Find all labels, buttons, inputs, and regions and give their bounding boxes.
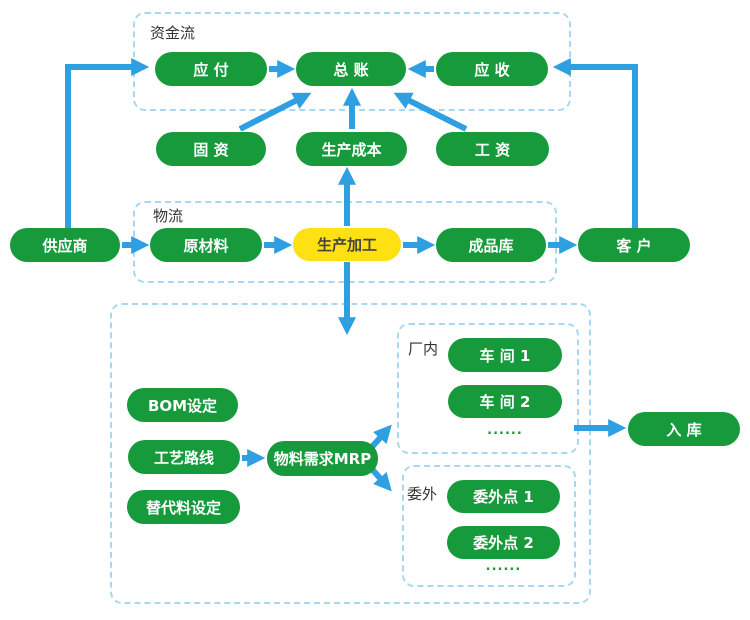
arrow-customer-to-receivable (552, 58, 638, 230)
node-workshop1: 车 间 1 (448, 338, 562, 372)
node-bom: BOM设定 (127, 388, 238, 422)
group-logistics-label: 物流 (153, 207, 184, 225)
group-inhouse-label: 厂内 (408, 340, 439, 358)
node-outsource1: 委外点 1 (447, 480, 560, 513)
arrow-supplier-to-payable (65, 58, 150, 230)
node-fixed-assets: 固 资 (156, 132, 266, 166)
node-customer: 客 户 (578, 228, 690, 262)
group-outsource (402, 465, 576, 587)
node-ledger: 总 账 (296, 52, 406, 86)
group-outsource-label: 委外 (407, 485, 438, 503)
node-warehouse-in: 入 库 (628, 412, 740, 446)
node-supplier: 供应商 (10, 228, 120, 262)
node-receivable: 应 收 (436, 52, 548, 86)
node-finished-goods: 成品库 (436, 228, 546, 262)
node-substitute: 替代料设定 (127, 490, 240, 524)
node-outsource2: 委外点 2 (447, 526, 560, 559)
node-production: 生产加工 (293, 228, 401, 261)
node-raw-material: 原材料 (150, 228, 262, 262)
node-production-cost: 生产成本 (296, 132, 407, 166)
node-payable: 应 付 (155, 52, 267, 86)
group-production-planning (110, 303, 591, 604)
outsource-ellipsis: ...... (485, 559, 522, 574)
node-wages: 工 资 (436, 132, 549, 166)
node-mrp: 物料需求MRP (267, 441, 378, 476)
group-inhouse (397, 323, 579, 454)
group-funds-flow-label: 资金流 (150, 24, 196, 42)
inhouse-ellipsis: ...... (487, 423, 523, 438)
node-workshop2: 车 间 2 (448, 385, 562, 418)
node-routing: 工艺路线 (128, 440, 240, 474)
